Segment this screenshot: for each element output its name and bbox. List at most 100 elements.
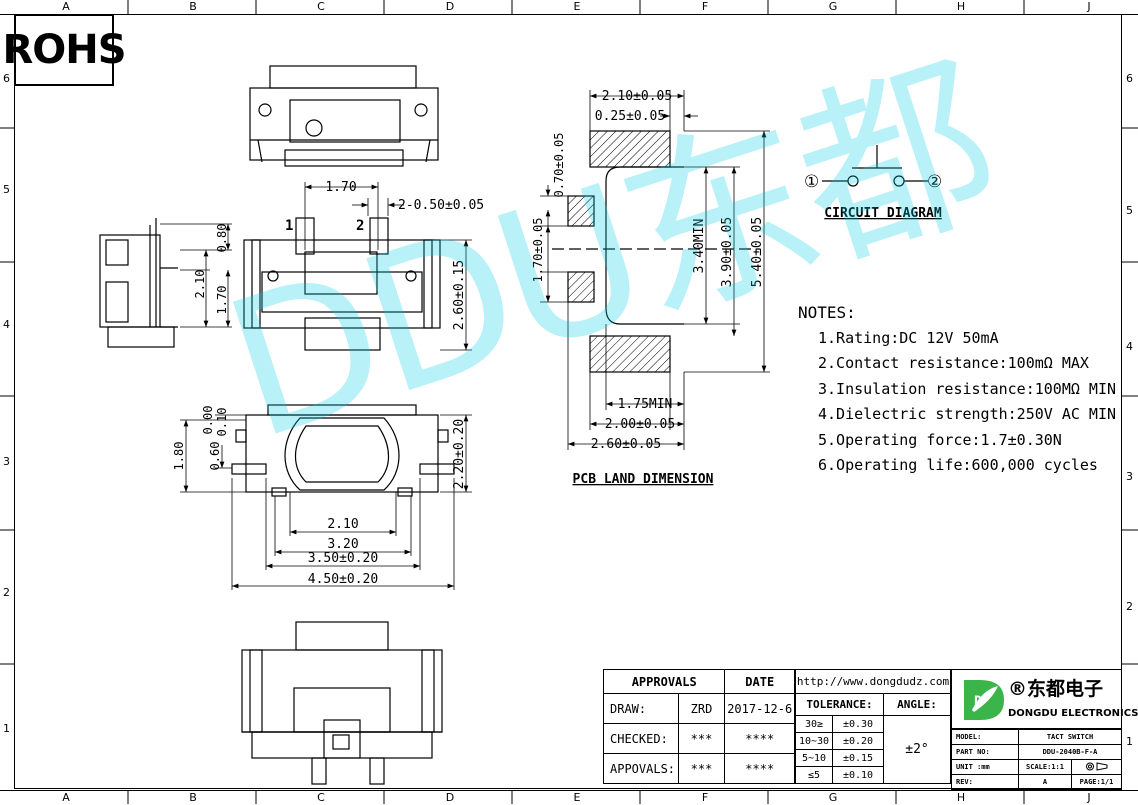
ruler-row-6-right: 6 <box>1126 72 1133 85</box>
note-item: 5.Operating force:1.7±0.30N <box>818 430 1062 449</box>
dim-bottom-450: 4.50±0.20 <box>308 572 378 587</box>
model-label: MODEL: <box>951 729 1019 745</box>
pcb-land-drawing <box>552 130 760 373</box>
draw-value: ZRD <box>677 693 726 724</box>
ruler-col-e-bottom: E <box>573 791 581 804</box>
ruler-col-g-bottom: G <box>828 791 838 804</box>
circuit-terminal-1: ① <box>804 172 819 192</box>
company-block: D ®东都电子 DONGDU ELECTRONICS <box>951 669 1138 729</box>
pcb-dim-540: 5.40±0.05 <box>750 217 765 287</box>
pcb-dim-070: 0.70±0.05 <box>552 132 566 197</box>
note-item: 3.Insulation resistance:100MΩ MIN <box>818 379 1117 398</box>
ruler-row-5: 5 <box>3 183 10 196</box>
dim-front-260: 2.60±0.15 <box>452 260 467 330</box>
pcb-dim-025: 0.25±0.05 <box>595 109 665 124</box>
projection-icon <box>1071 759 1122 775</box>
checked-date: **** <box>724 723 795 754</box>
ruler-col-g: G <box>828 0 838 13</box>
model-value: TACT SWITCH <box>1018 729 1122 745</box>
dim-bottom-210: 2.10 <box>327 517 358 532</box>
url-text: http://www.dongdudz.com <box>795 669 951 694</box>
pcb-title: PCB LAND DIMENSION <box>573 472 714 487</box>
ruler-col-b: B <box>189 0 197 13</box>
pcb-dim-170: 1.70±0.05 <box>531 217 545 282</box>
ruler-row-3: 3 <box>3 455 10 468</box>
scale-label: SCALE:1:1 <box>1018 759 1072 775</box>
ruler-row-5-right: 5 <box>1126 204 1133 217</box>
dim-side-210: 2.10 <box>193 270 207 299</box>
tol-range: ≤5 <box>795 766 833 784</box>
part-value: DDU-2040B-F-A <box>1018 744 1122 760</box>
tol-value: ±0.20 <box>832 732 884 750</box>
tol-range: 10~30 <box>795 732 833 750</box>
pcb-dim-390: 3.90±0.05 <box>720 217 735 287</box>
circuit-title: CIRCUIT DIAGRAM <box>824 206 942 221</box>
company-en: DONGDU ELECTRONICS <box>1008 708 1138 719</box>
ruler-col-h: H <box>956 0 966 13</box>
pcb-dim-260: 2.60±0.05 <box>591 437 661 452</box>
ruler-col-b-bottom: B <box>189 791 197 804</box>
drawing-frame <box>14 14 1122 789</box>
appovals-label: APPOVALS: <box>603 753 679 784</box>
part-label: PART NO: <box>951 744 1019 760</box>
angle-value: ±2° <box>883 715 951 784</box>
ruler-row-4-right: 4 <box>1126 340 1133 353</box>
bottom-view-drawing <box>231 404 455 497</box>
dim-bottom-000: 0.00 <box>201 406 215 435</box>
ruler-row-1-right: 1 <box>1126 735 1133 748</box>
ruler-row-6: 6 <box>3 72 10 85</box>
company-cn: ®东都电子 <box>1008 678 1104 700</box>
circuit-terminal-2: ② <box>927 172 942 192</box>
circuit-diagram <box>822 145 928 187</box>
part-info-table: MODEL: TACT SWITCH PART NO: DDU-2040B-F-… <box>951 729 1122 790</box>
notes-heading: NOTES: <box>798 303 856 322</box>
dim-side-170: 1.70 <box>215 286 229 315</box>
approvals-header: APPROVALS <box>602 669 726 694</box>
tol-range: 5~10 <box>795 749 833 767</box>
ruler-col-d-bottom: D <box>445 791 455 804</box>
rohs-label: ROHS <box>2 14 127 86</box>
note-item: 1.Rating:DC 12V 50mA <box>818 328 999 347</box>
ruler-col-h-bottom: H <box>956 791 966 804</box>
appovals-date: **** <box>724 753 795 784</box>
bottom-view-dims <box>180 414 472 590</box>
pcb-dim-210: 2.10±0.05 <box>602 89 672 104</box>
ruler-col-a-bottom: A <box>62 791 70 804</box>
appovals-value: *** <box>677 753 726 784</box>
tolerance-header: TOLERANCE: <box>795 693 884 716</box>
dim-bottom-320: 3.20 <box>327 537 358 552</box>
side-view-drawing <box>99 218 178 348</box>
dim-front-170: 1.70 <box>325 180 356 195</box>
note-item: 4.Dielectric strength:250V AC MIN <box>818 405 1117 423</box>
date-header: DATE <box>724 669 795 694</box>
logo-letter: D <box>974 694 982 710</box>
note-item: 2.Contact resistance:100mΩ MAX <box>818 354 1089 372</box>
ruler-row-2-right: 2 <box>1126 600 1133 613</box>
ruler-row-2: 2 <box>3 586 10 599</box>
pin-2-label: 2 <box>356 218 364 234</box>
checked-value: *** <box>677 723 726 754</box>
ruler-row-1: 1 <box>3 722 10 735</box>
dim-bottom-180: 1.80 <box>172 442 186 471</box>
lower-view-drawing <box>241 621 443 785</box>
notes: NOTES: 1.Rating:DC 12V 50mA 2.Contact re… <box>798 300 1116 479</box>
ruler-col-j: J <box>1087 0 1091 13</box>
ruler-col-f: F <box>701 0 709 13</box>
tol-value: ±0.15 <box>832 749 884 767</box>
ruler-col-j-bottom: J <box>1087 791 1091 804</box>
ruler-col-a: A <box>62 0 70 13</box>
pcb-dim-200: 2.00±0.05 <box>605 417 675 432</box>
dim-bottom-060: 0.60 <box>208 442 222 471</box>
tolerance-table: http://www.dongdudz.com TOLERANCE: ANGLE… <box>795 669 951 784</box>
ruler-col-f-bottom: F <box>701 791 709 804</box>
dim-bottom-220: 2.20±0.20 <box>452 419 467 489</box>
ruler-col-c-bottom: C <box>317 791 325 804</box>
pcb-dim-175: 1.75MIN <box>618 397 673 412</box>
tol-value: ±0.10 <box>832 766 884 784</box>
page-label: PAGE:1/1 <box>1071 774 1122 790</box>
dim-front-pitch: 2-0.50±0.05 <box>398 198 484 213</box>
unit-label: UNIT :mm <box>951 759 1019 775</box>
tol-range: 30≥ <box>795 715 833 733</box>
